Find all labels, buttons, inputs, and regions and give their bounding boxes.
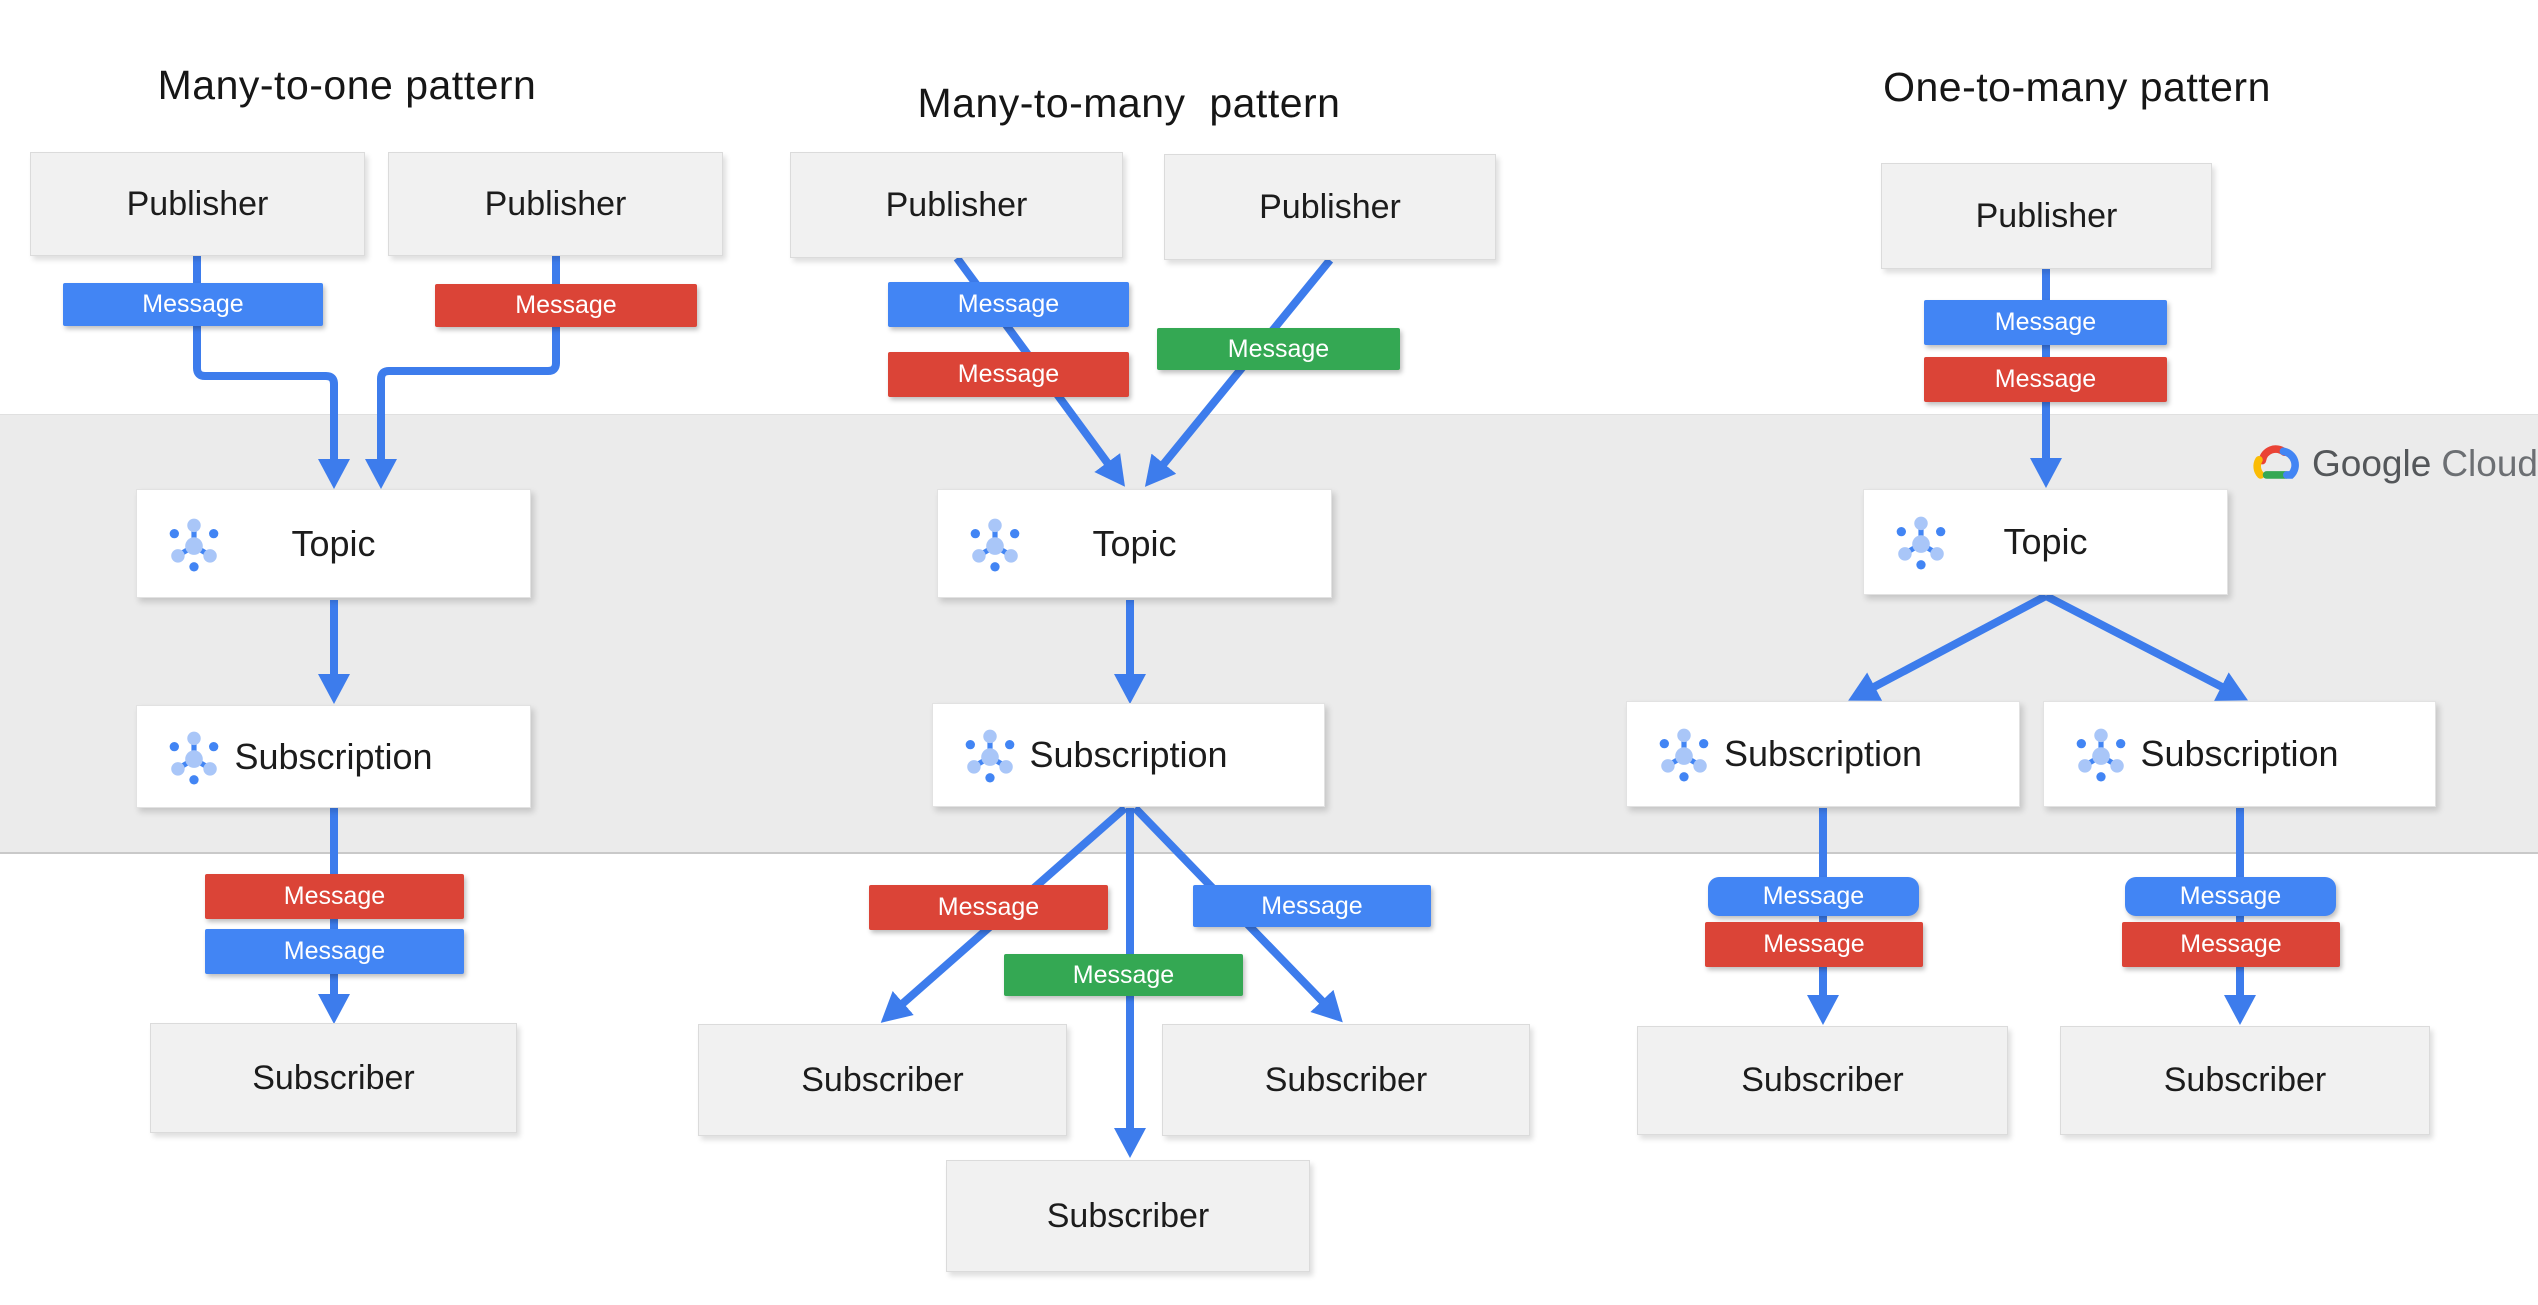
subscription-label: Subscription <box>234 735 433 777</box>
subscriber-label: Subscriber <box>1046 1196 1210 1235</box>
flow-arrow <box>2044 592 2248 701</box>
subscriber-label: Subscriber <box>1264 1060 1428 1099</box>
message-chip-blue: Message <box>888 282 1129 327</box>
subscriber-box: Subscriber <box>1637 1026 2008 1135</box>
message-chip-red: Message <box>888 352 1129 397</box>
message-label: Message <box>937 893 1040 921</box>
publisher-label: Publisher <box>1259 187 1401 226</box>
publisher-label: Publisher <box>126 184 269 223</box>
message-chip-blue: Message <box>1708 877 1919 916</box>
subscription-box: Subscription <box>2043 701 2436 807</box>
logo-text-google: Google <box>2312 443 2432 484</box>
publisher-box: Publisher <box>1164 154 1496 260</box>
message-chip-red: Message <box>435 284 697 327</box>
message-chip-red: Message <box>205 874 464 919</box>
publisher-box: Publisher <box>30 152 365 256</box>
pubsub-icon <box>165 728 223 786</box>
publisher-box: Publisher <box>388 152 723 256</box>
message-label: Message <box>1994 308 2097 336</box>
subscription-label: Subscription <box>1029 734 1228 775</box>
topic-label: Topic <box>1092 522 1177 564</box>
pubsub-icon <box>165 515 223 573</box>
publisher-label: Publisher <box>1975 196 2118 235</box>
subscription-box: Subscription <box>932 703 1325 807</box>
message-label: Message <box>1994 365 2097 393</box>
message-chip-blue: Message <box>63 283 323 326</box>
message-label: Message <box>1762 882 1865 910</box>
message-label: Message <box>1261 891 1363 920</box>
pattern-title-many-to-many: Many-to-many pattern <box>917 80 1341 126</box>
publisher-box: Publisher <box>790 152 1123 258</box>
flow-arrow <box>365 256 560 489</box>
subscriber-box: Subscriber <box>698 1024 1067 1136</box>
subscriber-box: Subscriber <box>2060 1026 2430 1135</box>
topic-box: Topic <box>136 489 531 598</box>
message-label: Message <box>957 290 1060 318</box>
pubsub-icon <box>961 726 1019 784</box>
message-label: Message <box>515 291 617 319</box>
topic-box: Topic <box>937 489 1332 598</box>
publisher-label: Publisher <box>885 185 1028 224</box>
message-chip-blue: Message <box>205 929 464 974</box>
subscription-box: Subscription <box>136 705 531 808</box>
message-chip-blue: Message <box>1924 300 2167 345</box>
message-chip-green: Message <box>1157 328 1400 370</box>
subscription-label: Subscription <box>1723 733 1923 774</box>
pubsub-icon <box>1892 513 1950 571</box>
subscriber-box: Subscriber <box>946 1160 1310 1272</box>
message-label: Message <box>2179 882 2282 910</box>
subscriber-label: Subscriber <box>1741 1061 1904 1099</box>
topic-box: Topic <box>1863 489 2228 595</box>
subscriber-label: Subscriber <box>2163 1061 2327 1099</box>
message-chip-blue: Message <box>1193 885 1431 927</box>
topic-label: Topic <box>2003 521 2088 562</box>
logo-text-cloud: Cloud <box>2441 443 2538 484</box>
message-label: Message <box>283 937 386 965</box>
topic-label: Topic <box>291 522 376 564</box>
subscriber-label: Subscriber <box>801 1060 964 1099</box>
publisher-box: Publisher <box>1881 163 2212 269</box>
message-label: Message <box>957 360 1060 388</box>
pubsub-icon <box>2072 725 2130 783</box>
message-chip-red: Message <box>1705 922 1923 967</box>
google-cloud-logo: Google Cloud <box>2248 442 2538 486</box>
flow-arrow <box>1848 592 2048 701</box>
subscription-label: Subscription <box>2140 733 2339 774</box>
subscription-box: Subscription <box>1626 701 2020 807</box>
pattern-title-many-to-one: Many-to-one pattern <box>157 62 537 108</box>
pubsub-icon <box>1655 725 1713 783</box>
flow-arrow <box>193 256 350 489</box>
message-label: Message <box>1072 960 1175 989</box>
message-chip-blue: Message <box>2125 877 2336 916</box>
message-chip-green: Message <box>1004 954 1243 996</box>
message-chip-red: Message <box>1924 357 2167 402</box>
subscriber-label: Subscriber <box>252 1058 415 1097</box>
pubsub-icon <box>966 515 1024 573</box>
google-cloud-icon <box>2253 445 2299 479</box>
message-label: Message <box>283 882 386 910</box>
message-label: Message <box>2180 930 2282 958</box>
pattern-title-one-to-many: One-to-many pattern <box>1883 64 2271 110</box>
message-label: Message <box>1763 930 1865 958</box>
message-chip-red: Message <box>2122 922 2340 967</box>
message-chip-red: Message <box>869 885 1108 930</box>
message-label: Message <box>1227 334 1330 363</box>
subscriber-box: Subscriber <box>150 1023 517 1133</box>
publisher-label: Publisher <box>484 184 627 223</box>
message-label: Message <box>142 290 244 318</box>
subscriber-box: Subscriber <box>1162 1024 1530 1136</box>
